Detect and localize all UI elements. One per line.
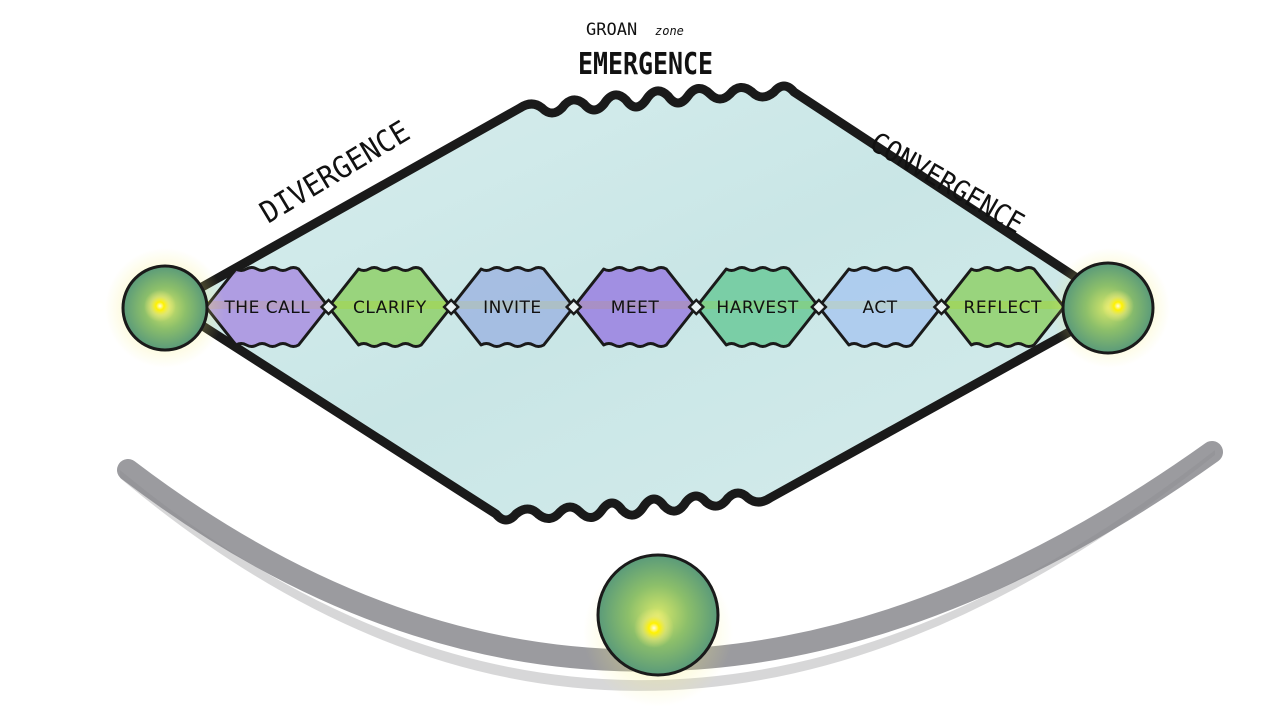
phase-label-the-call: THE CALL bbox=[223, 298, 310, 318]
end-orb bbox=[1050, 248, 1170, 368]
phase-label-act: ACT bbox=[863, 298, 898, 318]
phase-label-invite: INVITE bbox=[483, 298, 542, 318]
bottom-orb bbox=[583, 555, 733, 707]
emergence-label: EMERGENCE bbox=[578, 47, 713, 82]
phase-label-clarify: CLARIFY bbox=[353, 298, 427, 318]
start-orb bbox=[105, 248, 225, 368]
phase-label-harvest: HARVEST bbox=[716, 298, 798, 318]
phase-label-meet: MEET bbox=[611, 298, 660, 318]
phase-label-reflect: REFLECT bbox=[964, 298, 1042, 318]
groan-label: GROAN bbox=[586, 20, 637, 40]
zone-label: zone bbox=[655, 24, 684, 38]
